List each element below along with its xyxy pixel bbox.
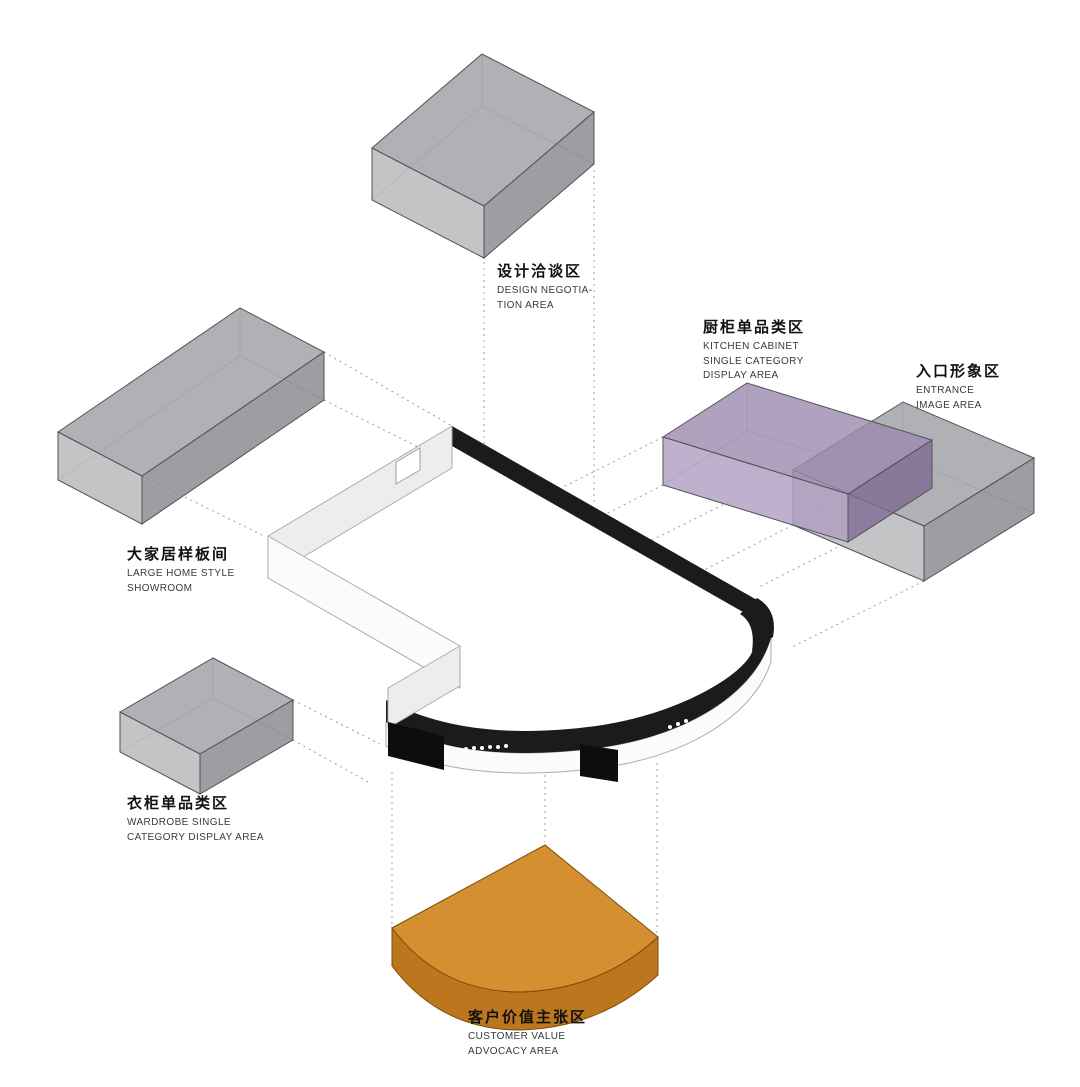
zone-title-en-line: ENTRANCE (916, 385, 975, 396)
display-desk (580, 744, 618, 782)
zone-title-en-line: IMAGE AREA (916, 399, 982, 411)
zone-title-en-line: CATEGORY DISPLAY AREA (127, 831, 264, 843)
right-corner-wall (740, 598, 774, 651)
inner-left-wall (267, 535, 461, 689)
zone-box-design (371, 53, 595, 260)
wardrobe-box-right-face (199, 699, 294, 795)
floorplan-core (267, 425, 774, 782)
zone-box-large-home (57, 307, 325, 525)
reception-desk (388, 722, 444, 770)
zone-title-en-line: LARGE HOME STYLE (127, 568, 235, 579)
zone-title-en-line: ADVOCACY AREA (468, 1045, 559, 1057)
zone-label-customer: 客户价值主张区 CUSTOMER VALUE ADVOCACY AREA (468, 1006, 587, 1059)
large-home-box-right-face (141, 351, 325, 525)
front-curved-wall (386, 634, 772, 753)
door-opening (395, 447, 421, 485)
zone-title-zh: 大家居样板间 (127, 546, 230, 563)
wall-marker-dots (464, 719, 688, 751)
zone-title-en-line: KITCHEN CABINET (703, 341, 800, 352)
design-box-right-face (483, 110, 595, 260)
zone-label-entrance: 入口形象区 ENTRANCE IMAGE AREA (916, 360, 1001, 413)
zone-title-zh: 厨柜单品类区 (703, 319, 806, 336)
entrance-box-right-face (923, 457, 1035, 582)
customer-box-top-face (391, 844, 659, 993)
zone-title-zh: 入口形象区 (916, 363, 1002, 380)
zone-box-wardrobe (118, 657, 295, 795)
zone-title-zh: 客户价值主张区 (468, 1009, 588, 1026)
zone-title-zh: 衣柜单品类区 (127, 795, 230, 812)
zone-title-en-line: DESIGN NEGOTIA- (497, 285, 593, 296)
zone-box-kitchen (661, 382, 934, 543)
zone-label-kitchen: 厨柜单品类区 KITCHEN CABINET SINGLE CATEGORY D… (703, 316, 805, 384)
zone-label-design: 设计洽谈区 DESIGN NEGOTIA- TION AREA (497, 260, 592, 313)
zone-title-zh: 设计洽谈区 (497, 263, 583, 280)
zone-title-en-line: DISPLAY AREA (703, 370, 779, 381)
zone-label-large-home: 大家居样板间 LARGE HOME STYLE SHOWROOM (127, 543, 235, 596)
zone-title-en-line: WARDROBE SINGLE (127, 817, 231, 828)
zone-box-customer (391, 844, 659, 1031)
zone-title-en-line: TION AREA (497, 299, 554, 311)
zone-title-en-line: CUSTOMER VALUE (468, 1031, 566, 1042)
zone-label-wardrobe: 衣柜单品类区 WARDROBE SINGLE CATEGORY DISPLAY … (127, 792, 264, 845)
zone-title-en-line: SINGLE CATEGORY (703, 355, 804, 367)
back-right-wall (452, 426, 757, 620)
kitchen-box-right-face (847, 439, 933, 543)
leader-lines (141, 170, 925, 933)
zone-title-en-line: SHOWROOM (127, 582, 193, 594)
